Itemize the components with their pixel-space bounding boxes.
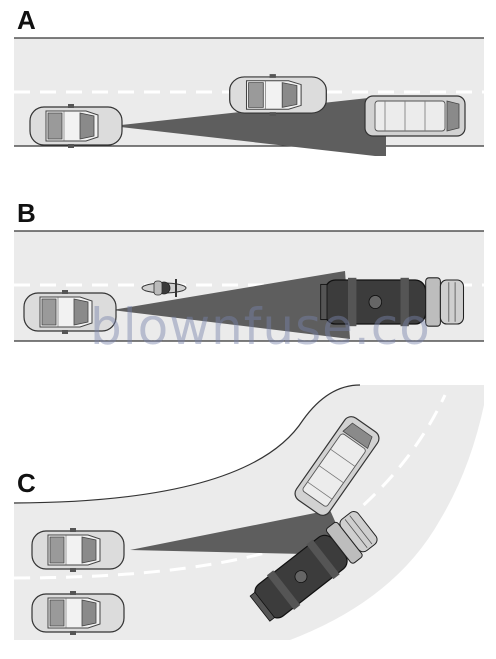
car-icon	[31, 527, 125, 573]
panel-c-scene	[13, 384, 484, 640]
panel-label-a: A	[17, 5, 36, 35]
blind-zone-c	[130, 510, 350, 555]
blind-zone-b	[112, 271, 350, 339]
car-icon	[229, 73, 327, 117]
car-icon	[31, 590, 125, 636]
panel-a-scene	[14, 37, 484, 156]
road-c-inner-edge	[13, 384, 361, 504]
watermark-text: blownfuse.co	[90, 298, 431, 356]
panel-label-b: B	[17, 198, 36, 228]
van-icon	[364, 95, 466, 137]
panel-label-c: C	[17, 468, 36, 498]
panel-b-scene	[14, 230, 484, 342]
car-icon	[29, 103, 123, 149]
